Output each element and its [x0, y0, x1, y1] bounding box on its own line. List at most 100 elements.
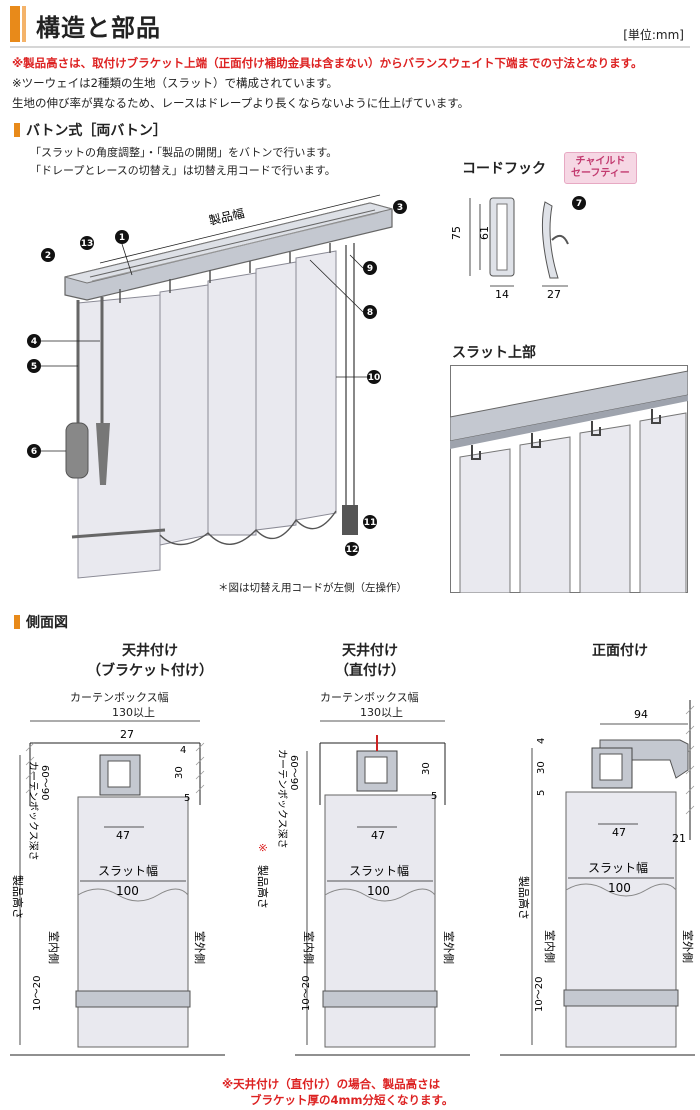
- tassel-weight: [65, 422, 89, 479]
- outdoor-label: 室外側: [681, 930, 695, 963]
- slat-width-value: 100: [116, 884, 139, 898]
- callout-8: 8: [367, 308, 373, 318]
- product-height-mark: ※: [256, 843, 269, 852]
- detail-slats: [459, 412, 687, 593]
- headrail-inner: [107, 760, 131, 788]
- slat-top-detail: [450, 365, 688, 593]
- slat-width-value: 100: [608, 881, 631, 895]
- headrail-inner: [599, 753, 623, 781]
- headrail-groove: [89, 209, 376, 278]
- dim-75: 75: [450, 226, 463, 240]
- callout-2: 2: [45, 251, 51, 261]
- product-height-label: 製品高さ: [517, 876, 531, 920]
- dim-27: 27: [120, 728, 134, 741]
- note-red: ※製品高さは、取付けブラケット上端（正面付け補助金具は含まない）からバランスウェ…: [12, 56, 643, 70]
- detail-hook: [531, 433, 541, 448]
- slat: [159, 284, 209, 546]
- outdoor-label: 室外側: [193, 931, 207, 964]
- cord-hook-arm: [551, 234, 569, 245]
- footnote-2: ブラケット厚の4mm分短くなります。: [250, 1093, 454, 1107]
- callout-marker: [363, 261, 377, 275]
- dim-5: 5: [184, 793, 190, 804]
- section-mark: [14, 123, 20, 137]
- title-divider: [10, 46, 690, 48]
- panel-2-title-line-2: （直付け）: [335, 663, 405, 679]
- callout-5: 5: [31, 362, 37, 372]
- product-height-label: 製品高さ: [11, 875, 25, 919]
- bottom-weight: [322, 990, 438, 1008]
- blind-illustration: 1 2 3 4 5 6 8 9 10 11 12 13 製品幅: [27, 194, 407, 579]
- callout-marker: [115, 230, 129, 244]
- panel-1-box-min: 130以上: [112, 706, 155, 719]
- panel-2-title-line-1: 天井付け: [342, 643, 398, 659]
- dim-47: 47: [371, 829, 385, 842]
- headrail-top: [64, 202, 393, 284]
- callout-marker: [393, 200, 407, 214]
- slat-width-label: スラット幅: [588, 860, 648, 875]
- section-mark: [14, 615, 20, 629]
- callout-13: 13: [81, 239, 94, 249]
- baton-section-heading: バトン式［両バトン］: [14, 120, 167, 140]
- gap-label: 10〜20: [534, 977, 545, 1012]
- bottom-weight: [563, 989, 679, 1007]
- break-line: [565, 883, 677, 897]
- hook-group: [119, 243, 331, 303]
- panel-1-title-line-2: （ブラケット付け）: [87, 663, 213, 679]
- callout-marker: [41, 248, 55, 262]
- detail-headrail-bottom: [450, 395, 688, 449]
- indoor-label: 室内側: [543, 930, 557, 963]
- cord-hook-slot: [496, 203, 508, 271]
- gap-label: 10〜20: [32, 976, 43, 1011]
- callout-marker: [345, 542, 359, 556]
- detail-headrail: [450, 370, 688, 442]
- leader-lines: [41, 243, 367, 452]
- title-accent-bar-secondary: [22, 6, 26, 42]
- callout-6: 6: [31, 447, 37, 457]
- panel-2-box-label: カーテンボックス幅: [320, 691, 419, 704]
- side-view-heading-text: 側面図: [26, 615, 68, 631]
- leader-line: [309, 259, 364, 313]
- dim-47: 47: [612, 826, 626, 839]
- callout-marker: [27, 334, 41, 348]
- detail-slat: [459, 448, 511, 593]
- headrail-inner: [364, 756, 388, 784]
- panel-3-title: 正面付け: [592, 643, 648, 659]
- slat-group: [77, 250, 337, 579]
- width-dimension-line: [99, 194, 381, 264]
- child-safety-badge: チャイルド セーフティー: [564, 152, 637, 184]
- break-line: [77, 888, 189, 902]
- panel-1-title: 天井付け （ブラケット付け）: [70, 640, 230, 680]
- box-depth-label: カーテンボックス深さ: [27, 761, 39, 861]
- callout-marker: [367, 370, 381, 384]
- callout-group: [27, 200, 407, 556]
- side-view-heading: 側面図: [14, 612, 68, 632]
- slat-top-label: スラット上部: [452, 345, 536, 361]
- dim-30: 30: [536, 761, 547, 774]
- panel-2-box-min: 130以上: [360, 706, 403, 719]
- box-depth-label: カーテンボックス深さ: [276, 749, 288, 849]
- footnote-1: ※天井付け（直付け）の場合、製品高さは: [222, 1077, 441, 1091]
- panel-2-title: 天井付け （直付け）: [300, 640, 440, 680]
- dim-61: 61: [478, 226, 491, 240]
- detail-hook: [591, 421, 601, 436]
- dim-30: 30: [421, 762, 432, 775]
- callout-1: 1: [119, 233, 125, 243]
- callout-marker: [80, 236, 94, 250]
- slat-width-value: 100: [367, 884, 390, 898]
- callout-7: 7: [576, 199, 582, 209]
- callout-marker: [572, 196, 586, 210]
- baton-desc-2: 「ドレープとレースの切替え」は切替え用コードで行います。: [30, 164, 336, 177]
- gap-label: 10〜20: [301, 976, 312, 1011]
- callout-9: 9: [367, 264, 373, 274]
- baton-desc-1: 「スラットの角度調整」・「製品の開閉」をバトンで行います。: [30, 146, 338, 159]
- panel-2-drawing: 30 5 47 スラット幅 100 製品高さ ※ カーテンボックス深さ 60〜9…: [256, 720, 470, 1056]
- box-depth-range: 60〜90: [39, 765, 50, 800]
- callout-11: 11: [364, 518, 377, 528]
- cord-weight: [342, 505, 358, 535]
- dim-94: 94: [634, 708, 648, 721]
- slat-width-label: スラット幅: [349, 863, 409, 878]
- dim-14: 14: [495, 288, 509, 300]
- callout-marker: [27, 359, 41, 373]
- cord-hook-drawing: 7 75 61 14 27: [450, 196, 586, 300]
- dim-47: 47: [116, 829, 130, 842]
